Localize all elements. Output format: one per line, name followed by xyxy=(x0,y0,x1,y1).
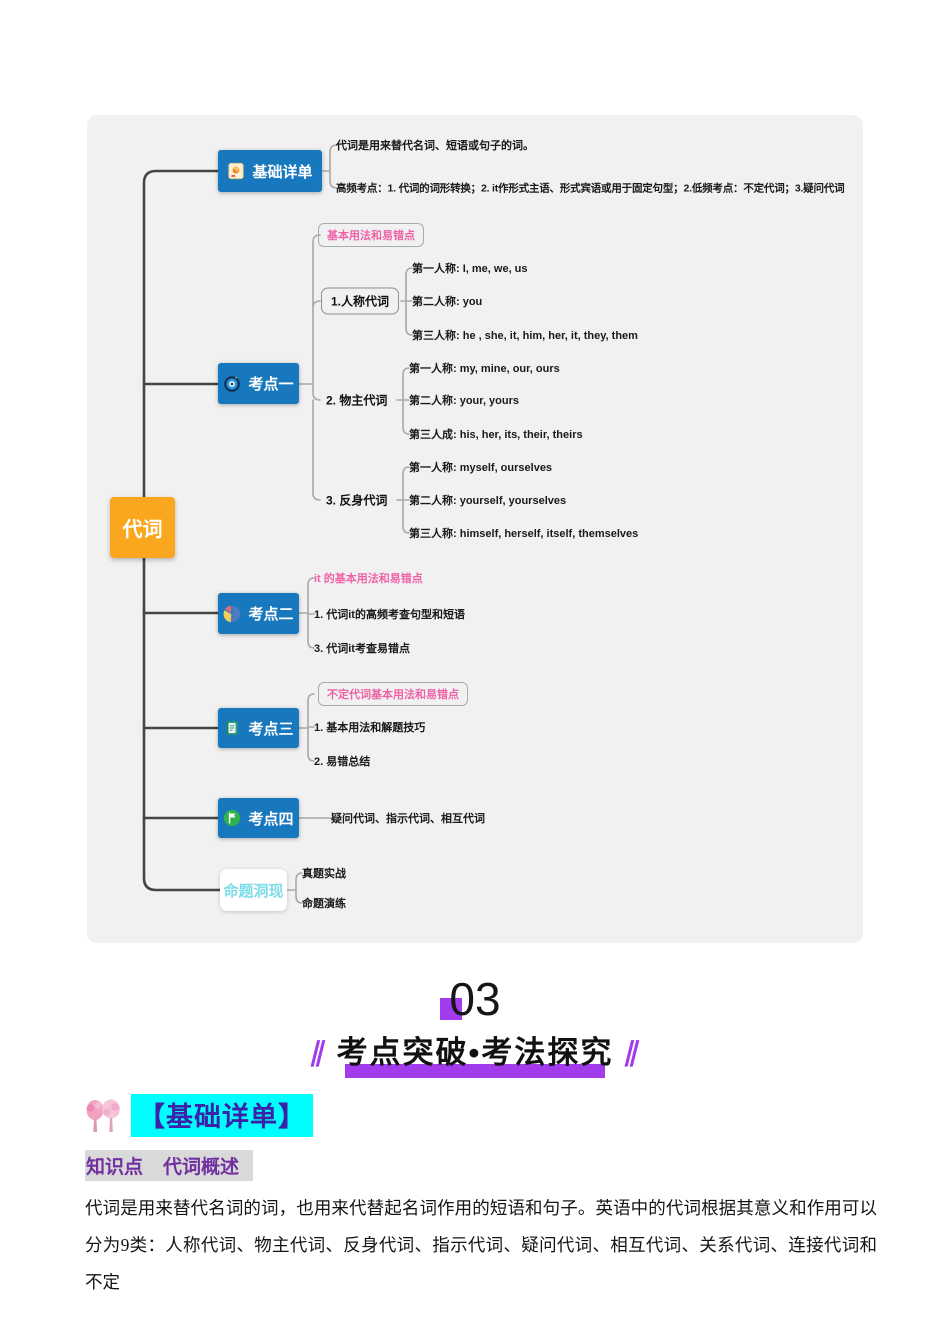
mindmap-leaf: 高频考点：1. 代词的词形转换；2. it作形式主语、形式宾语或用于固定句型；2… xyxy=(336,182,845,195)
mindmap-node-kaodian1: 考点一 xyxy=(218,363,299,404)
pink-trees-icon xyxy=(86,1099,120,1132)
mindmap-group-personal: 1.人称代词 xyxy=(321,287,400,315)
cube-card-icon xyxy=(228,162,245,180)
mindmap-leaf: 第二人称: you xyxy=(412,296,483,308)
mindmap-leaf: 1. 代词it的高频考查句型和短语 xyxy=(314,609,465,621)
mindmap-leaf: 第一人称: my, mine, our, ours xyxy=(409,363,560,375)
knowledge-title: 代词概述 xyxy=(163,1157,240,1178)
knowledge-label: 知识点 xyxy=(86,1157,144,1178)
node-label: 考点四 xyxy=(248,810,294,828)
right-parallel-mark: ∥ xyxy=(621,1037,643,1068)
mindmap-node-kaodian4: 考点四 xyxy=(218,798,299,838)
mindmap-leaf: 真题实战 xyxy=(302,868,346,880)
mindmap-group-possessive: 2. 物主代词 xyxy=(326,393,388,408)
mindmap-leaf: 1. 基本用法和解题技巧 xyxy=(314,722,426,734)
mindmap-leaf: 第三人称: himself, herself, itself, themselv… xyxy=(409,528,639,540)
mindmap-subheader: it 的基本用法和易错点 xyxy=(314,573,423,585)
notebook-icon xyxy=(227,721,238,735)
mindmap-leaf: 第一人称: I, me, we, us xyxy=(412,263,528,275)
basics-section: 【基础详单】 知识点代词概述 代词是用来替代名词的词，也用来代替起名词作用的短语… xyxy=(85,1094,877,1301)
node-label: 考点二 xyxy=(248,606,294,623)
mindmap-leaf: 第二人称: yourself, yourselves xyxy=(409,495,567,507)
mindmap-leaf: 3. 代词it考查易错点 xyxy=(314,643,410,655)
node-label: 基础详单 xyxy=(252,163,313,181)
mindmap-node-mingti: 命题洞现 xyxy=(220,869,287,911)
target-icon xyxy=(224,375,241,392)
node-label: 考点一 xyxy=(248,376,294,393)
section-title-text: 考点突破•考法探究 xyxy=(336,1035,614,1071)
section-3-header: 03 ∥考点突破•考法探究∥ xyxy=(0,975,950,1079)
mindmap-leaf: 代词是用来替代名词、短语或句子的词。 xyxy=(336,140,534,152)
mindmap-leaf: 疑问代词、指示代词、相互代词 xyxy=(331,813,485,825)
node-label: 命题洞现 xyxy=(223,882,284,900)
mindmap-leaf: 第三人成: his, her, its, their, theirs xyxy=(409,429,583,441)
mindmap-subheader: 不定代词基本用法和易错点 xyxy=(318,682,468,706)
mindmap-root-node: 代词 xyxy=(110,497,175,558)
mindmap-leaf: 第三人称: he , she, it, him, her, it, they, … xyxy=(412,330,638,342)
section-number: 03 xyxy=(0,975,950,1023)
node-label: 考点三 xyxy=(248,720,294,738)
knowledge-point-bar: 知识点代词概述 xyxy=(85,1150,254,1181)
mindmap-subheader: 基本用法和易错点 xyxy=(318,223,424,247)
section-title: 考点突破•考法探究 xyxy=(336,1027,614,1079)
flag-icon xyxy=(224,809,241,827)
mindmap-leaf: 第一人称: myself, ourselves xyxy=(409,462,553,474)
mindmap-group-reflexive: 3. 反身代词 xyxy=(326,493,388,508)
mindmap-node-kaodian2: 考点二 xyxy=(218,593,299,634)
intro-paragraph: 代词是用来替代名词的词，也用来代替起名词作用的短语和句子。英语中的代词根据其意义… xyxy=(85,1198,877,1292)
mindmap-leaf: 2. 易错总结 xyxy=(314,756,371,768)
mindmap-node-kaodian3: 考点三 xyxy=(218,708,299,748)
pie-chart-icon xyxy=(224,605,241,622)
mindmap-leaf: 第二人称: your, yours xyxy=(409,395,520,407)
root-label: 代词 xyxy=(122,519,163,541)
mindmap-node-basics: 基础详单 xyxy=(218,150,322,192)
basics-header: 【基础详单】 xyxy=(131,1094,313,1137)
left-parallel-mark: ∥ xyxy=(307,1037,329,1068)
mindmap-leaf: 命题演练 xyxy=(302,898,346,910)
section-number-text: 03 xyxy=(449,973,501,1025)
